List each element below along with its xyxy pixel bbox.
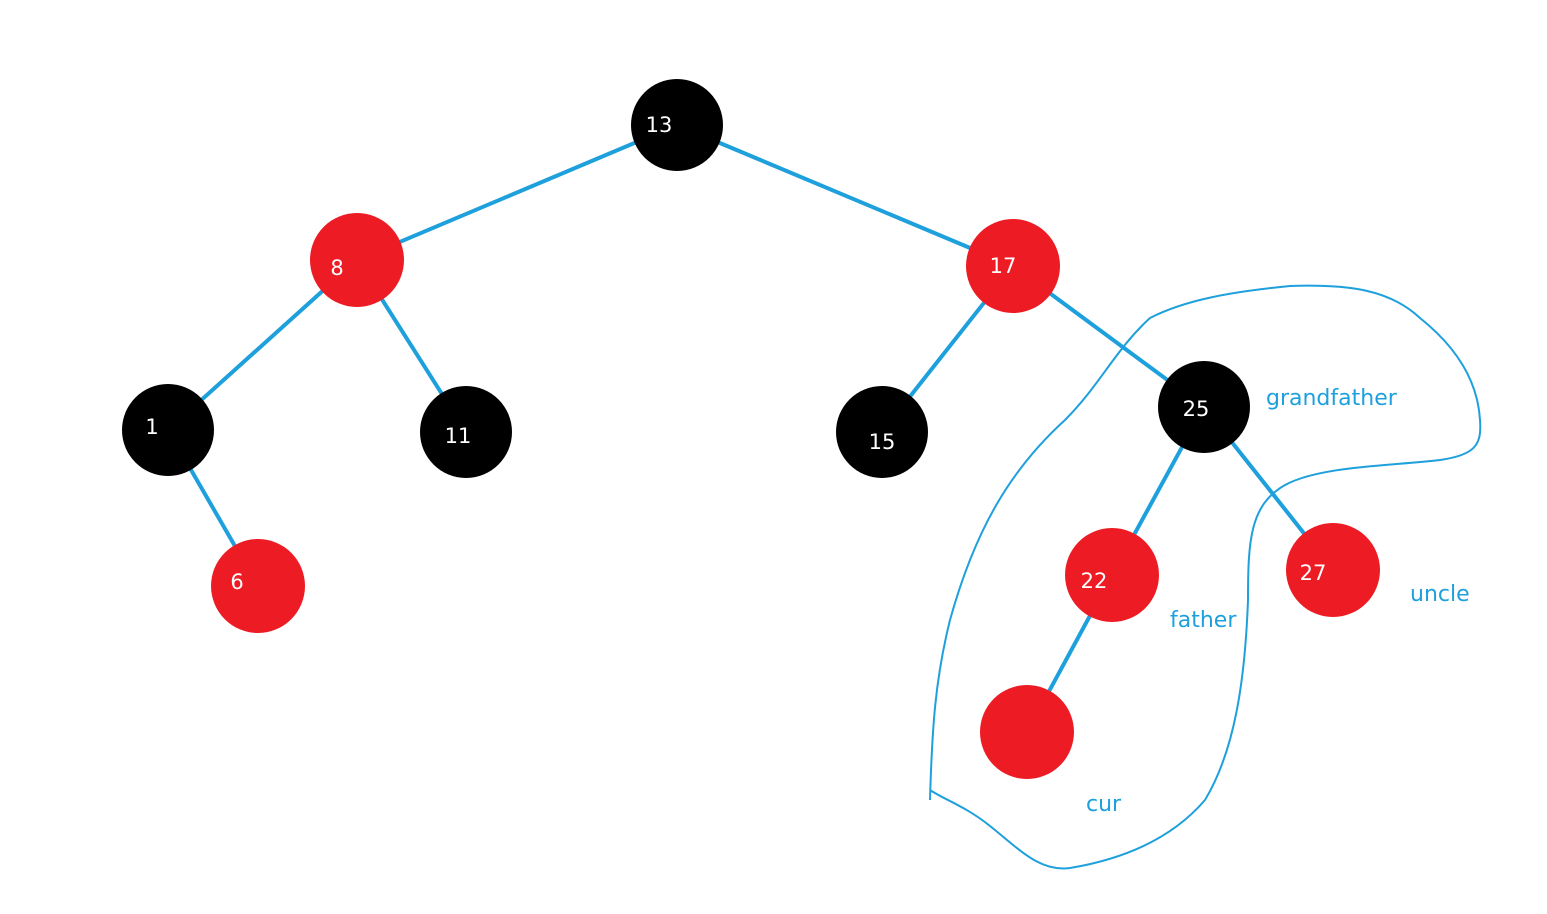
tree-node: 27 (1286, 523, 1380, 617)
tree-node: 11 (420, 386, 512, 478)
node-label: 1 (145, 415, 158, 439)
edge-n1-n6 (185, 462, 240, 553)
tree-node (980, 685, 1074, 779)
tree-node: 13 (631, 79, 723, 171)
uncle-label: uncle (1410, 582, 1470, 607)
tree-node: 15 (836, 386, 928, 478)
node-label: 13 (646, 113, 673, 137)
edge-n17-n15 (904, 296, 990, 403)
node-label: 11 (445, 424, 472, 448)
node-circle-black (420, 386, 512, 478)
node-circle-red (980, 685, 1074, 779)
edge-n22-ncur (1044, 609, 1095, 698)
tree-node: 17 (966, 219, 1060, 313)
edge-n25-n27 (1226, 436, 1310, 540)
tree-node: 1 (122, 384, 214, 476)
node-circle-red (1065, 528, 1159, 622)
node-label: 6 (230, 570, 243, 594)
node-circle-black (122, 384, 214, 476)
node-circle-red (966, 219, 1060, 313)
annotations-layer: grandfather father uncle cur (1086, 386, 1470, 817)
node-circle-red (211, 539, 305, 633)
cur-label: cur (1086, 792, 1122, 817)
edge-n8-n1 (195, 285, 329, 406)
highlight-outline (929, 284, 1482, 870)
tree-node: 8 (310, 213, 404, 307)
edges-layer (185, 138, 1310, 698)
node-circle-red (1286, 523, 1380, 617)
tree-node: 22 (1065, 528, 1159, 622)
edge-n13-n8 (392, 138, 643, 247)
tree-node: 6 (211, 539, 305, 633)
node-label: 8 (330, 256, 343, 280)
node-circle-black (1158, 361, 1250, 453)
father-label: father (1170, 608, 1237, 633)
node-circle-black (631, 79, 723, 171)
node-circle-red (310, 213, 404, 307)
edge-n25-n22 (1129, 440, 1187, 542)
grandfather-label: grandfather (1266, 386, 1398, 411)
edge-n8-n11 (376, 292, 447, 401)
edge-n13-n17 (711, 138, 978, 253)
node-label: 22 (1081, 569, 1108, 593)
node-label: 15 (869, 430, 896, 454)
node-label: 27 (1300, 561, 1327, 585)
node-circle-black (836, 386, 928, 478)
tree-node: 25 (1158, 361, 1250, 453)
edge-n17-n25 (1043, 288, 1174, 386)
node-label: 25 (1183, 397, 1210, 421)
node-label: 17 (990, 254, 1017, 278)
